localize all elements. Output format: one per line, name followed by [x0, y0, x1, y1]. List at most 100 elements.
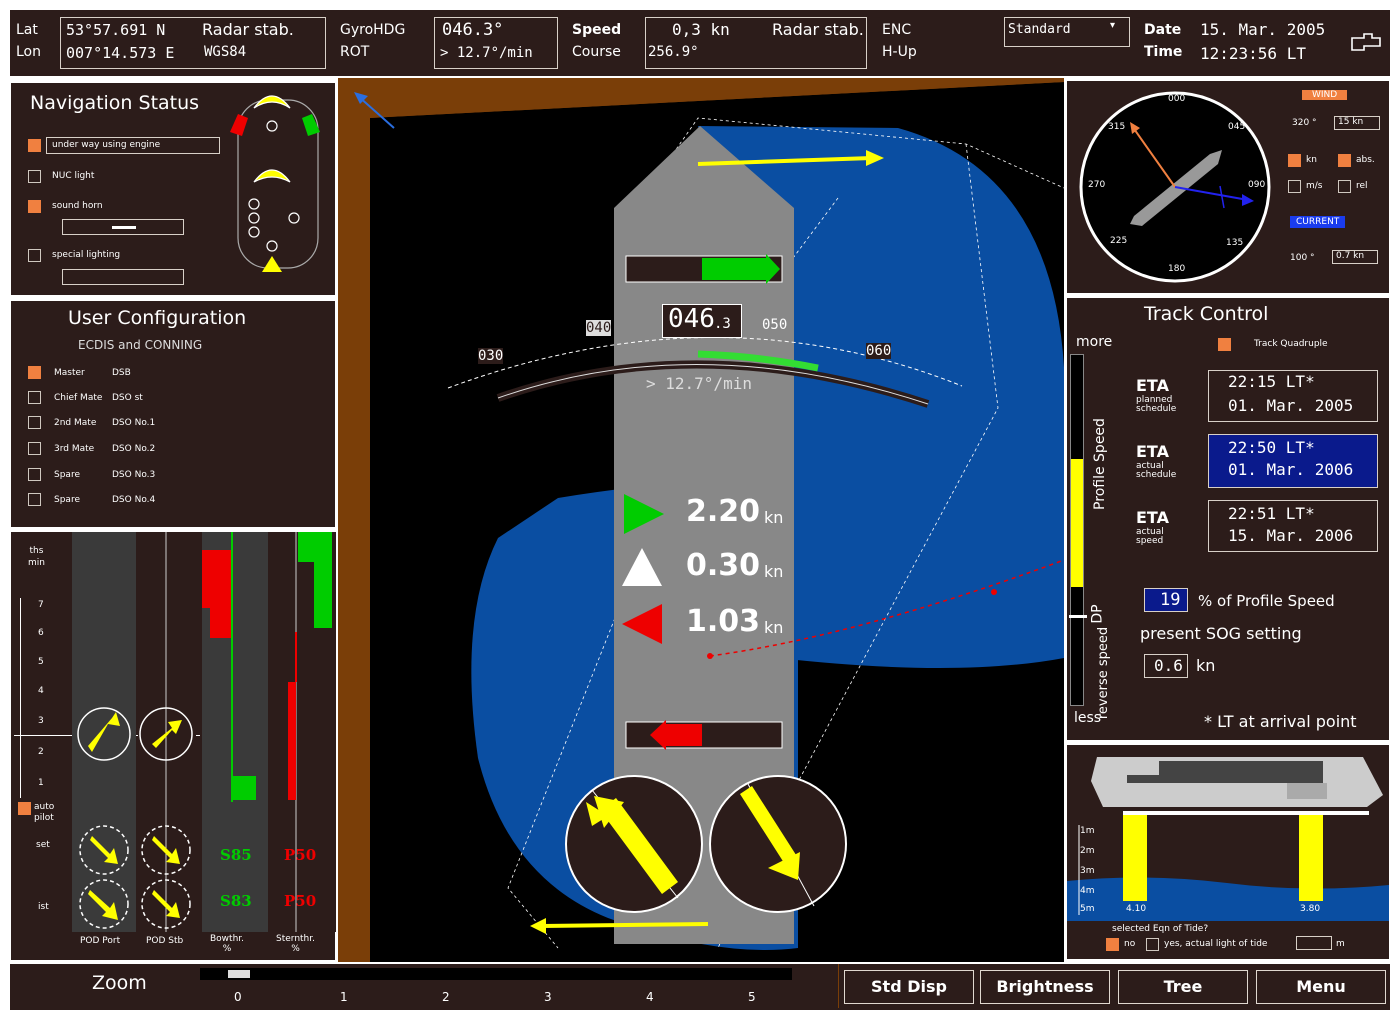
zoom-slider-handle[interactable] — [228, 970, 250, 978]
zoom-tick-5: 5 — [748, 990, 756, 1004]
brightness-button[interactable]: Brightness — [980, 970, 1110, 1004]
eta-date-0: 01. Mar. 2005 — [1228, 396, 1354, 415]
track-control-title: Track Control — [1144, 303, 1269, 325]
tide-m-label: m — [1336, 939, 1345, 949]
dp-label: DP — [1089, 604, 1106, 624]
user-value-3: DSO No.2 — [112, 444, 156, 454]
eta-field-0[interactable] — [1208, 370, 1378, 422]
std-disp-button[interactable]: Std Disp — [844, 970, 974, 1004]
user-value-5: DSO No.4 — [112, 495, 156, 505]
user-config-subtitle: ECDIS and CONNING — [78, 338, 203, 352]
tide-height-field[interactable] — [1296, 936, 1332, 950]
profile-speed-bar[interactable] — [1069, 354, 1087, 706]
wind-speed-field[interactable] — [1334, 116, 1380, 130]
zoom-slider[interactable] — [200, 968, 792, 980]
compass-000: 000 — [1168, 94, 1186, 104]
forward-speed-arrow-icon — [624, 494, 664, 534]
tree-button[interactable]: Tree — [1118, 970, 1248, 1004]
pointer-hand-icon[interactable] — [1350, 30, 1382, 58]
eta-date-1: 01. Mar. 2006 — [1228, 460, 1354, 479]
gyro-box[interactable] — [434, 17, 558, 69]
unit-kn-checkbox[interactable] — [1288, 154, 1301, 167]
position-box[interactable] — [60, 17, 326, 69]
pod-stb-label: POD Stb — [146, 936, 184, 946]
heading-decimal: .3 — [714, 316, 731, 332]
horn-slider[interactable] — [62, 219, 184, 235]
menu-button[interactable]: Menu — [1256, 970, 1386, 1004]
user-checkbox-0[interactable] — [28, 366, 41, 379]
eta-sub-1: actual schedule — [1136, 461, 1177, 480]
orientation[interactable]: H-Up — [882, 44, 917, 60]
display-mode-select[interactable] — [1004, 17, 1130, 47]
sog-field[interactable] — [1144, 654, 1188, 678]
user-checkbox-4[interactable] — [28, 468, 41, 481]
track-quadruple-checkbox[interactable] — [1218, 338, 1231, 351]
lon-value: 007°14.573 E — [66, 44, 175, 62]
tick-040: 040 — [586, 320, 612, 336]
user-role-4: Spare — [54, 470, 80, 480]
current-speed: 0.7 kn — [1336, 251, 1365, 261]
tide-yes-checkbox[interactable] — [1146, 938, 1159, 951]
nav-checkbox-3[interactable] — [28, 249, 41, 262]
bottom-divider — [838, 964, 839, 1008]
depth-1m: 1m — [1080, 826, 1095, 836]
scale-5: 5 — [38, 657, 44, 667]
eta-sub-0: planned schedule — [1136, 395, 1177, 414]
tide-no-checkbox[interactable] — [1106, 938, 1119, 951]
eta-field-2[interactable] — [1208, 500, 1378, 552]
nav-field-0[interactable] — [46, 137, 220, 154]
eta-label-0: ETA — [1136, 376, 1169, 395]
user-checkbox-2[interactable] — [28, 416, 41, 429]
current-speed-field[interactable] — [1332, 250, 1378, 264]
compass-270: 270 — [1088, 180, 1106, 190]
lat-label: Lat — [16, 22, 38, 38]
mode-rel-checkbox[interactable] — [1338, 180, 1351, 193]
unit-ms-checkbox[interactable] — [1288, 180, 1301, 193]
stern-value-set: P50 — [284, 846, 317, 864]
track-quadruple-label: Track Quadruple — [1254, 339, 1328, 349]
nav-checkbox-0[interactable] — [28, 139, 41, 152]
nav-checkbox-2[interactable] — [28, 200, 41, 213]
tick-050: 050 — [762, 317, 788, 333]
speed-value-0: 2.20 — [686, 494, 761, 529]
row-label-ist: ist — [38, 902, 49, 912]
current-direction: 100 ° — [1290, 253, 1315, 263]
time-value: 12:23:56 LT — [1200, 44, 1306, 63]
gyro-value: 046.3° — [442, 20, 504, 40]
bow-value-ist: S83 — [220, 892, 252, 910]
horn-slider-handle[interactable] — [112, 226, 136, 229]
wind-speed: 15 kn — [1338, 117, 1364, 127]
speed-box[interactable] — [645, 17, 867, 69]
profile-percent-text: % of Profile Speed — [1198, 592, 1335, 610]
profile-speed-fill — [1071, 459, 1083, 587]
profile-percent-field[interactable] — [1144, 588, 1188, 612]
eta-label-1: ETA — [1136, 442, 1169, 461]
unit-ms-label: m/s — [1306, 181, 1323, 191]
tick-060: 060 — [866, 343, 892, 359]
main-display[interactable] — [338, 78, 1064, 962]
zoom-tick-3: 3 — [544, 990, 552, 1004]
mode-abs-label: abs. — [1356, 155, 1375, 165]
zoom-tick-0: 0 — [234, 990, 242, 1004]
tide-no-label: no — [1124, 939, 1136, 949]
eta-label-2: ETA — [1136, 508, 1169, 527]
depth-4m: 4m — [1080, 886, 1095, 896]
wind-direction: 320 ° — [1292, 118, 1317, 128]
user-checkbox-3[interactable] — [28, 442, 41, 455]
mode-abs-checkbox[interactable] — [1338, 154, 1351, 167]
top-bar — [10, 10, 1390, 76]
sog-label: present SOG setting — [1140, 624, 1302, 643]
row-label-set: set — [36, 840, 50, 850]
lighting-slider[interactable] — [62, 269, 184, 285]
display-mode-value: Standard — [1008, 22, 1071, 37]
auto-pilot-checkbox[interactable] — [18, 802, 31, 815]
heading-box — [662, 304, 742, 338]
navigation-lights-diagram — [230, 95, 320, 272]
eta-field-1[interactable] — [1208, 434, 1378, 488]
user-checkbox-5[interactable] — [28, 493, 41, 506]
nav-checkbox-1[interactable] — [28, 170, 41, 183]
compass-135: 135 — [1226, 238, 1244, 248]
lt-footnote: * LT at arrival point — [1204, 712, 1357, 731]
profile-speed-marker — [1069, 615, 1087, 618]
user-checkbox-1[interactable] — [28, 391, 41, 404]
